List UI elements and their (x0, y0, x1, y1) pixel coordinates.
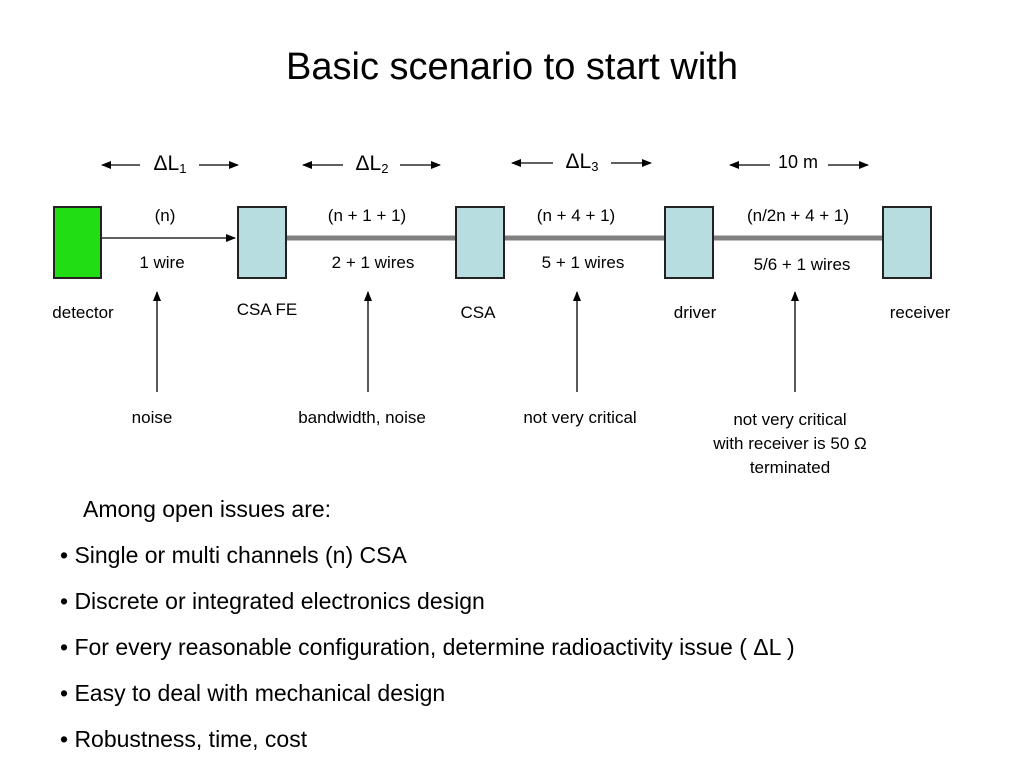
csa-block (455, 206, 505, 279)
link-4-wires: 5/6 + 1 wires (753, 255, 851, 274)
link-3-channels: (n + 4 + 1) (536, 206, 616, 225)
open-issue-item: • Easy to deal with mechanical design (60, 680, 446, 706)
open-issue-item: • Discrete or integrated electronics des… (60, 588, 485, 614)
receiver-label: receiver (889, 303, 951, 322)
link-4-concern: not very critical with receiver is 50 Ω … (690, 408, 890, 480)
open-issues-intro: Among open issues are: (83, 496, 332, 522)
segment-label-l3: ΔL3 (565, 150, 599, 174)
segment-label-cable: 10 m (777, 152, 819, 172)
link-4-concern-line-1: not very critical (733, 410, 847, 429)
segment-label-l2: ΔL2 (355, 152, 389, 176)
link-4-channels: (n/2n + 4 + 1) (746, 206, 850, 225)
receiver-block (882, 206, 932, 279)
link-3-wires: 5 + 1 wires (541, 253, 625, 272)
detector-label: detector (52, 303, 114, 322)
link-2-wires: 2 + 1 wires (331, 253, 415, 272)
csa-fe-block (237, 206, 287, 279)
csa-label: CSA (460, 303, 496, 322)
link-4-concern-line-2: with receiver is 50 Ω (713, 434, 867, 453)
link-4-concern-line-3: terminated (749, 458, 831, 477)
link-1-wires: 1 wire (139, 253, 185, 272)
link-1-channels: (n) (154, 206, 176, 225)
link-3-concern: not very critical (523, 408, 637, 427)
open-issue-item: • Single or multi channels (n) CSA (60, 542, 407, 568)
open-issues-list: Among open issues are: • Single or multi… (60, 486, 1000, 762)
link-2-channels: (n + 1 + 1) (327, 206, 407, 225)
segment-label-l1: ΔL1 (153, 152, 187, 176)
link-2-concern: bandwidth, noise (298, 408, 426, 427)
open-issue-item: • Robustness, time, cost (60, 726, 308, 752)
driver-block (664, 206, 714, 279)
slide-title: Basic scenario to start with (286, 46, 738, 88)
link-1-concern: noise (131, 408, 173, 427)
open-issue-item: • For every reasonable configuration, de… (60, 634, 795, 660)
csa-fe-label: CSA FE (236, 300, 298, 319)
driver-label: driver (673, 303, 717, 322)
detector-block (53, 206, 102, 279)
